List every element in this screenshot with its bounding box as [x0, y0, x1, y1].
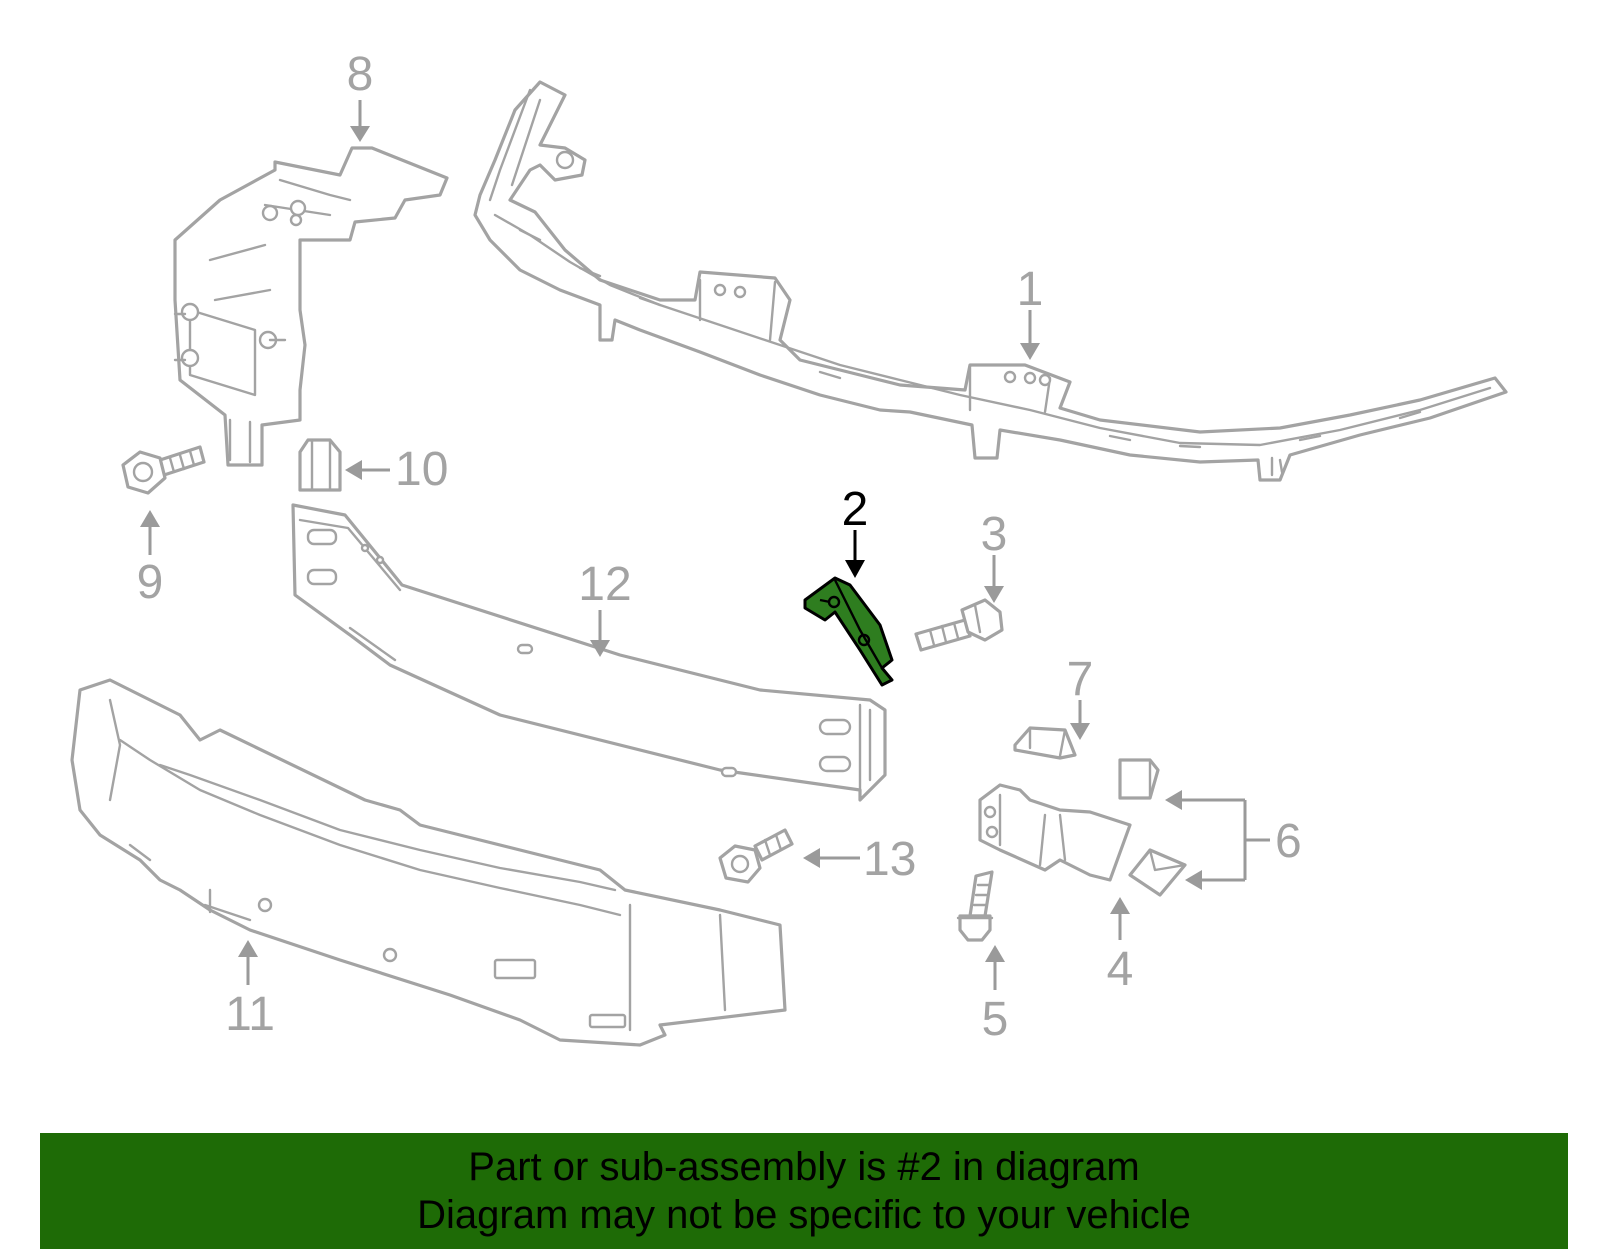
part-4-bracket[interactable] — [978, 783, 1132, 882]
part-7-clip[interactable] — [1013, 726, 1077, 760]
part-12-impact-bar[interactable] — [291, 503, 887, 802]
callout-9: 9 — [137, 556, 164, 609]
part-11-energy-absorber[interactable] — [70, 678, 787, 1047]
callout-10: 10 — [395, 443, 448, 496]
callout-13: 13 — [863, 833, 916, 886]
callout-3: 3 — [981, 508, 1008, 561]
banner-line-1: Part or sub-assembly is #2 in diagram — [468, 1145, 1140, 1189]
callout-6: 6 — [1275, 815, 1302, 868]
callout-12: 12 — [578, 558, 631, 611]
part-3-bolt[interactable] — [914, 598, 1004, 652]
callout-8: 8 — [347, 48, 374, 101]
part-10-clip[interactable] — [298, 438, 342, 492]
info-banner: Part or sub-assembly is #2 in diagram Di… — [40, 1133, 1568, 1249]
callout-labels: 8 1 2 3 7 10 9 12 6 13 4 5 11 — [137, 48, 1302, 1046]
callout-1: 1 — [1017, 263, 1044, 316]
part-6-clips[interactable] — [1118, 758, 1187, 897]
banner-line-2: Diagram may not be specific to your vehi… — [417, 1193, 1191, 1237]
parts-diagram: 8 1 2 3 7 10 9 12 6 13 4 5 11 — [70, 48, 1508, 1047]
part-13-bolt[interactable] — [718, 828, 794, 884]
part-1-upper-beam[interactable] — [473, 80, 1508, 482]
part-9-bolt[interactable] — [121, 445, 206, 495]
part-5-bolt[interactable] — [956, 870, 994, 942]
callout-4: 4 — [1107, 943, 1134, 996]
part-8-bracket[interactable] — [173, 146, 449, 467]
callout-11: 11 — [225, 988, 275, 1041]
callout-7: 7 — [1067, 653, 1094, 706]
part-2-bracket-highlighted[interactable] — [803, 576, 894, 687]
leader-lines — [140, 100, 1270, 990]
callout-5: 5 — [982, 993, 1009, 1046]
callout-2: 2 — [842, 483, 869, 536]
